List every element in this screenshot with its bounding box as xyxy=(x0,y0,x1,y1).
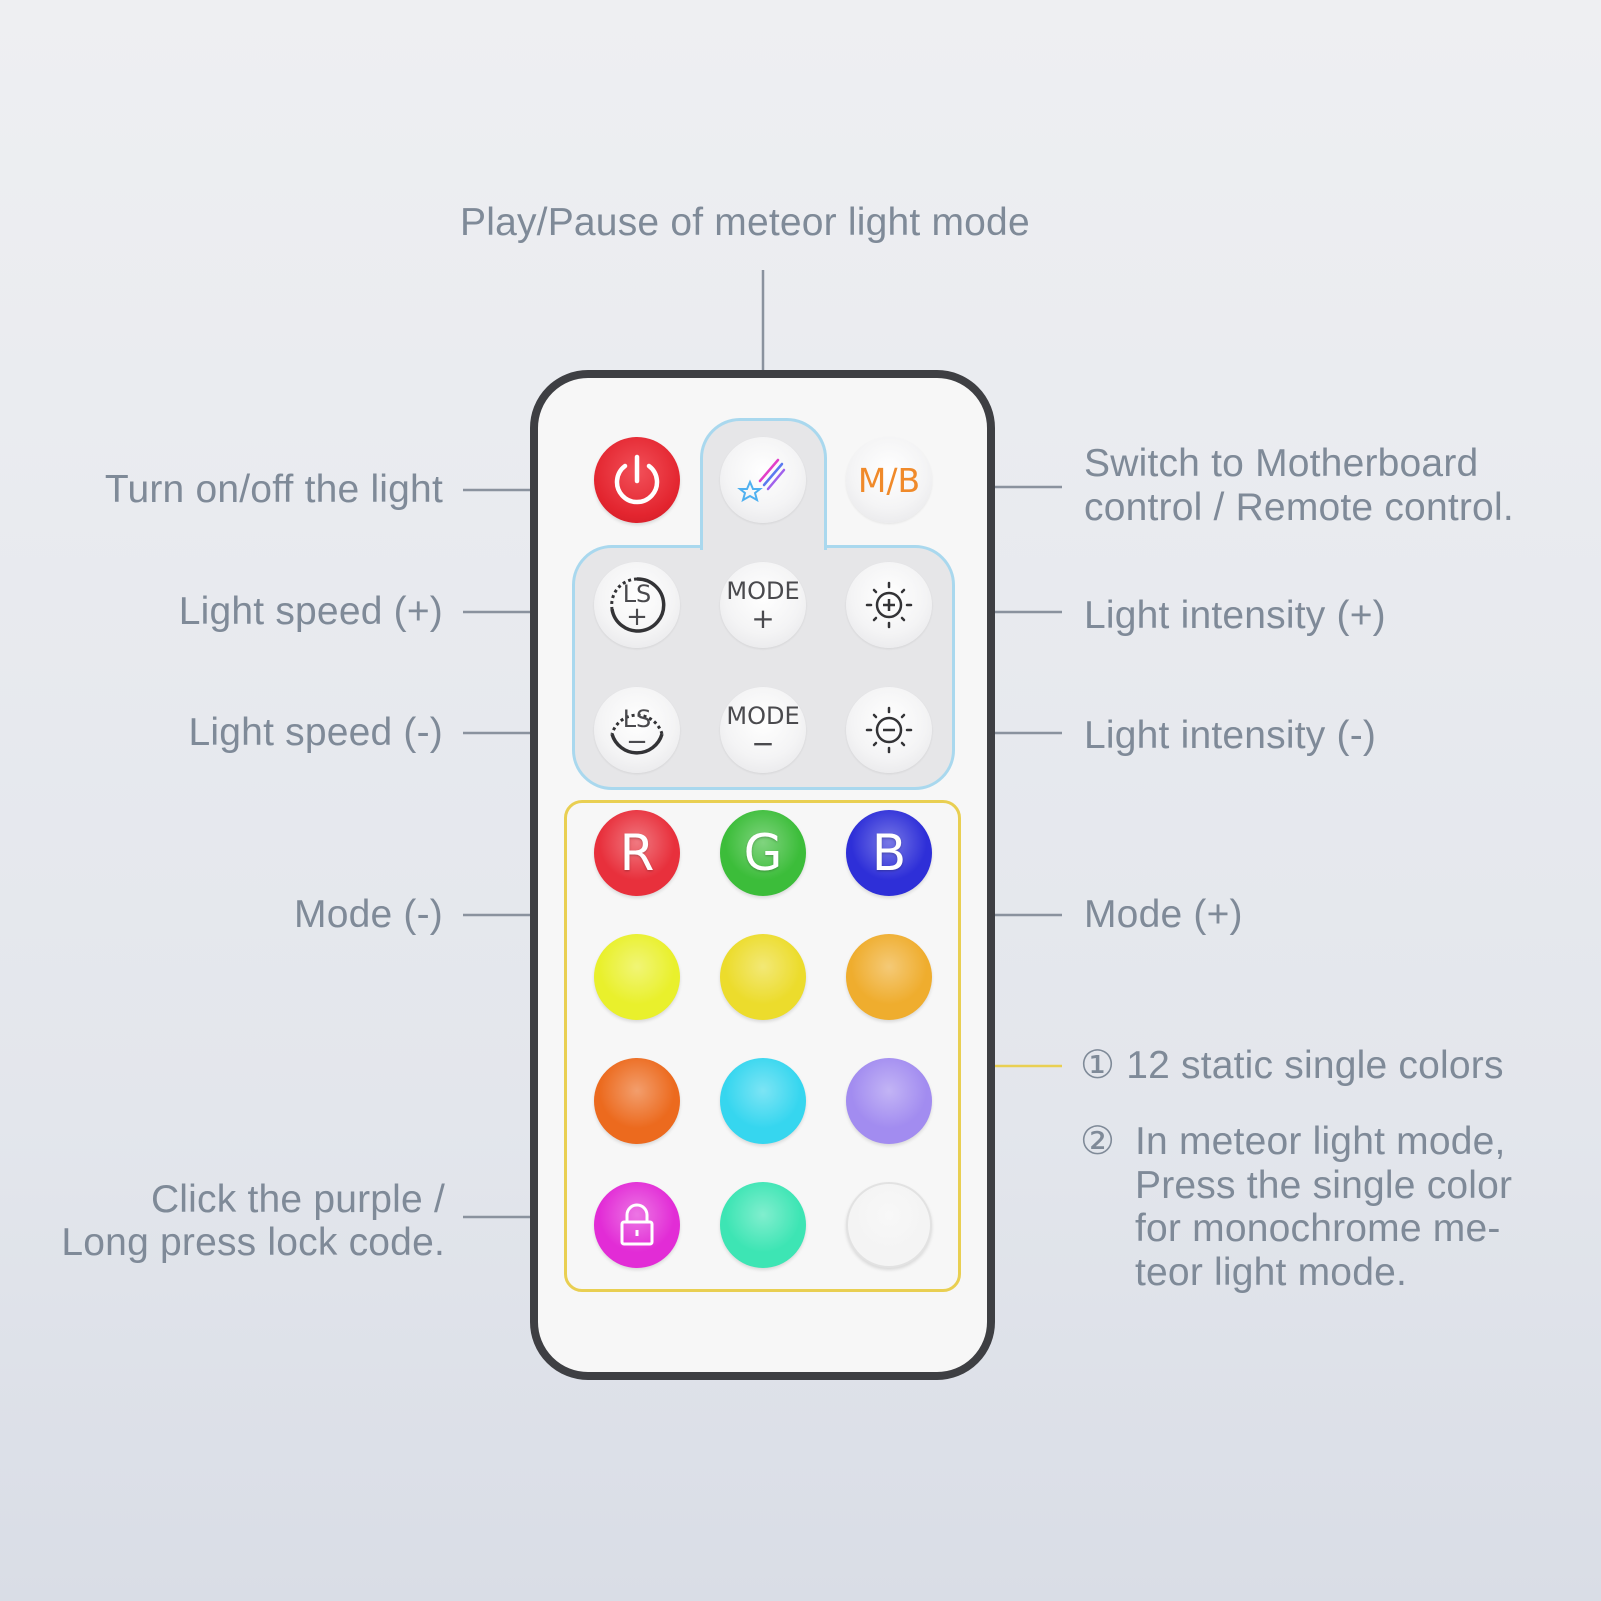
r-label: R xyxy=(619,824,655,882)
mode-minus-sign: − xyxy=(751,727,775,760)
mode-minus-button[interactable]: MODE − xyxy=(720,687,806,773)
green-button[interactable]: G xyxy=(720,810,806,896)
orange-button[interactable] xyxy=(594,1058,680,1144)
sun-plus-icon xyxy=(865,581,913,629)
speed-minus-annotation: Light speed (-) xyxy=(188,711,443,754)
mode-minus-annotation: Mode (-) xyxy=(294,893,443,936)
meteor-note-line-1: In meteor light mode, xyxy=(1135,1120,1506,1163)
lock-annotation-line2: Long press lock code. xyxy=(61,1221,445,1264)
ls-minus-sign: − xyxy=(626,727,648,757)
power-icon xyxy=(614,454,660,505)
white-button[interactable] xyxy=(846,1182,932,1268)
yellow-button[interactable] xyxy=(720,934,806,1020)
mb-button[interactable]: M/B xyxy=(846,437,932,523)
mode-plus-annotation: Mode (+) xyxy=(1084,893,1243,936)
yellow-green-button[interactable] xyxy=(594,934,680,1020)
mode-plus-label: MODE xyxy=(726,577,800,605)
meteor-note-line-4: teor light mode. xyxy=(1135,1251,1408,1294)
ls-minus-label: LS xyxy=(622,705,652,733)
color-buttons-frame xyxy=(564,800,961,1292)
motherboard-annotation-line1: Switch to Motherboard xyxy=(1084,442,1479,485)
blue-button[interactable]: B xyxy=(846,810,932,896)
meteor-note-line-2: Press the single color xyxy=(1135,1164,1513,1207)
intensity-minus-annotation: Light intensity (-) xyxy=(1084,714,1377,757)
red-button[interactable]: R xyxy=(594,810,680,896)
meteor-note-line-3: for monochrome me- xyxy=(1135,1207,1501,1250)
light-speed-plus-button[interactable]: LS + xyxy=(594,562,680,648)
ls-plus-sign: + xyxy=(626,602,648,632)
meteor-note-marker: ② xyxy=(1080,1120,1116,1163)
lavender-button[interactable] xyxy=(846,1058,932,1144)
sun-minus-icon xyxy=(865,706,913,754)
speed-plus-annotation: Light speed (+) xyxy=(178,590,443,633)
ls-plus-label: LS xyxy=(622,580,652,608)
mode-plus-sign: + xyxy=(751,602,775,635)
power-button[interactable] xyxy=(594,437,680,523)
speed-ring-icon xyxy=(610,577,666,633)
magenta-lock-button[interactable] xyxy=(594,1182,680,1268)
power-annotation: Turn on/off the light xyxy=(104,468,443,511)
motherboard-annotation-line2: control / Remote control. xyxy=(1084,486,1514,529)
b-label: B xyxy=(871,824,907,882)
light-intensity-plus-button[interactable] xyxy=(846,562,932,648)
cyan-button[interactable] xyxy=(720,1058,806,1144)
mode-plus-button[interactable]: MODE + xyxy=(720,562,806,648)
light-intensity-minus-button[interactable] xyxy=(846,687,932,773)
intensity-plus-annotation: Light intensity (+) xyxy=(1084,594,1386,637)
light-speed-minus-button[interactable]: LS − xyxy=(594,687,680,773)
amber-button[interactable] xyxy=(846,934,932,1020)
control-panel-join xyxy=(703,540,824,554)
lock-annotation-line1: Click the purple / xyxy=(150,1178,445,1221)
mode-minus-label: MODE xyxy=(726,702,800,730)
mb-button-label: M/B xyxy=(857,460,921,500)
aqua-green-button[interactable] xyxy=(720,1182,806,1268)
lock-icon xyxy=(620,1203,654,1246)
static-colors-annotation: ① 12 static single colors xyxy=(1080,1044,1504,1087)
meteor-icon xyxy=(737,458,786,503)
g-label: G xyxy=(743,824,783,882)
speed-ring-icon xyxy=(610,713,664,755)
meteor-annotation: Play/Pause of meteor light mode xyxy=(460,201,1030,244)
meteor-button[interactable] xyxy=(720,437,806,523)
